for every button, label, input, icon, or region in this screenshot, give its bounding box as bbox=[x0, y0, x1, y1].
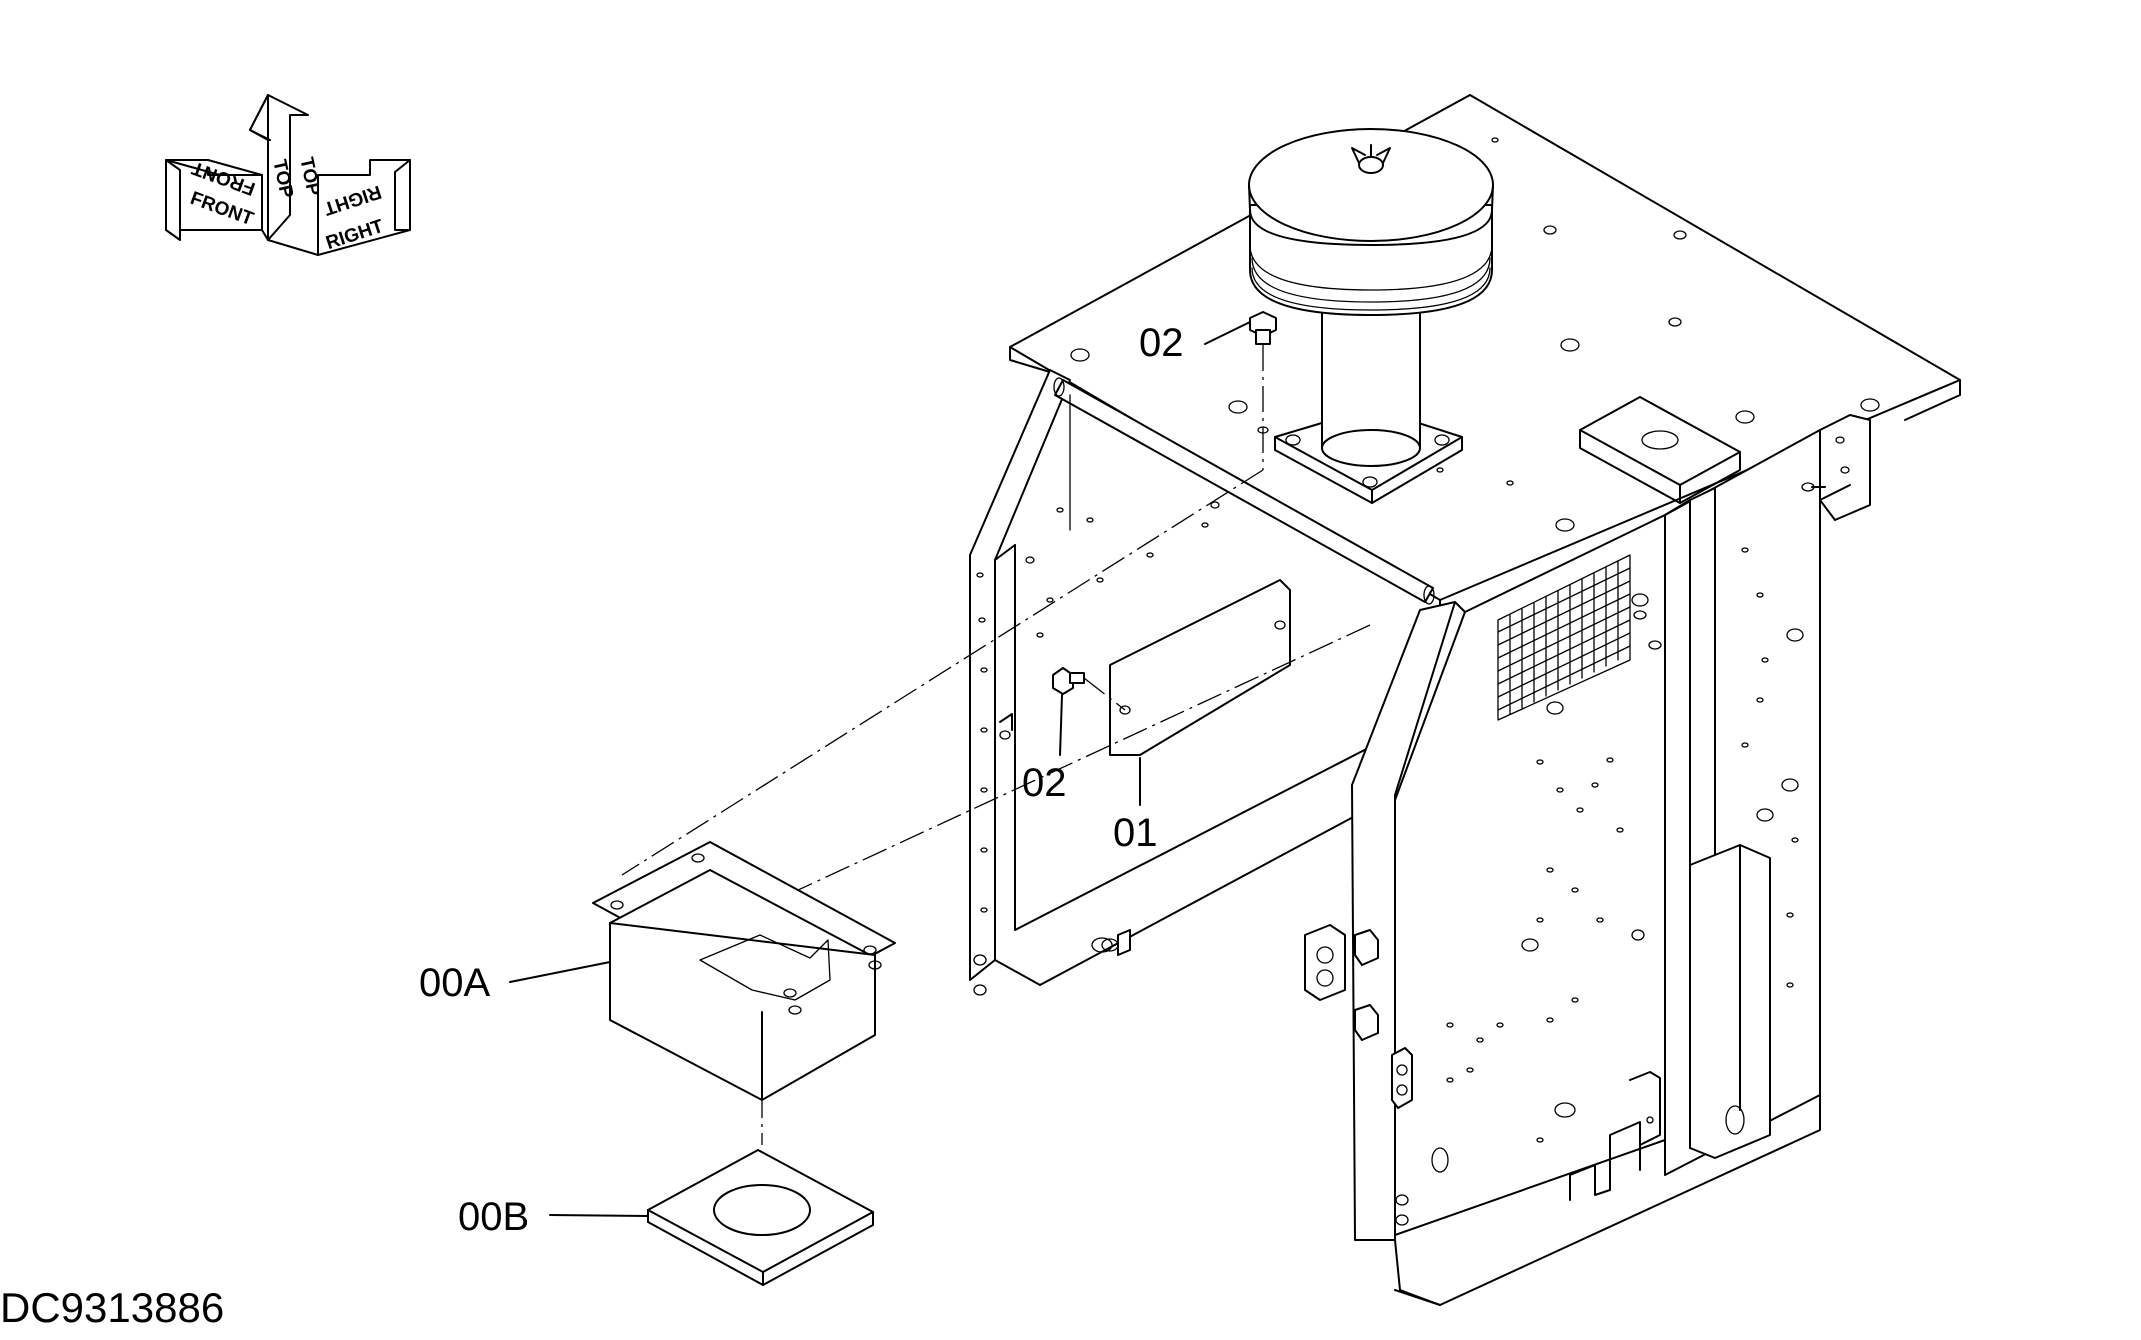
top-bolt-icon bbox=[1249, 311, 1277, 434]
right-side-panel bbox=[1304, 514, 1666, 1236]
lower-left-bracket bbox=[1101, 929, 1131, 956]
access-cover-plate bbox=[1109, 579, 1291, 756]
callout-label-01: 01 bbox=[1113, 811, 1158, 855]
front-rail-tube bbox=[1053, 377, 1435, 605]
top-arrow-icon: TOP TOP bbox=[249, 94, 324, 241]
part-00B-gasket bbox=[647, 1149, 874, 1286]
callout-label-02-side: 02 bbox=[1022, 761, 1067, 805]
vent-grille bbox=[1497, 554, 1631, 721]
callout-00B: 00B bbox=[458, 1195, 649, 1239]
right-arrow-icon: RIGHT RIGHT bbox=[261, 159, 411, 256]
callout-00A: 00A bbox=[419, 961, 611, 1005]
wing-nut-icon bbox=[1351, 144, 1391, 174]
front-arrow-icon: FRONT FRONT bbox=[165, 157, 263, 241]
callout-01: 01 bbox=[1113, 757, 1158, 855]
side-bolt-icon bbox=[1052, 667, 1085, 695]
callout-label-02-top: 02 bbox=[1139, 321, 1184, 365]
callout-label-00A: 00A bbox=[419, 961, 490, 1005]
rear-right-section bbox=[1664, 414, 1871, 1176]
cable-clamp-left bbox=[1304, 924, 1379, 1041]
orientation-indicator: FRONT FRONT TOP TOP RIGHT RIGHT bbox=[165, 94, 411, 256]
air-filter-assembly bbox=[1248, 128, 1494, 504]
drawing-code: DC9313886 bbox=[0, 1284, 224, 1331]
cable-clamp-lower bbox=[1391, 1047, 1413, 1226]
part-00A-tray bbox=[592, 841, 896, 1101]
callout-02-side: 02 bbox=[1022, 694, 1067, 805]
lifting-pad bbox=[1579, 396, 1741, 504]
cabinet-assembly bbox=[969, 94, 1961, 1306]
left-front-post bbox=[969, 369, 1071, 996]
callout-02-top: 02 bbox=[1139, 321, 1251, 365]
callout-label-00B: 00B bbox=[458, 1195, 529, 1239]
